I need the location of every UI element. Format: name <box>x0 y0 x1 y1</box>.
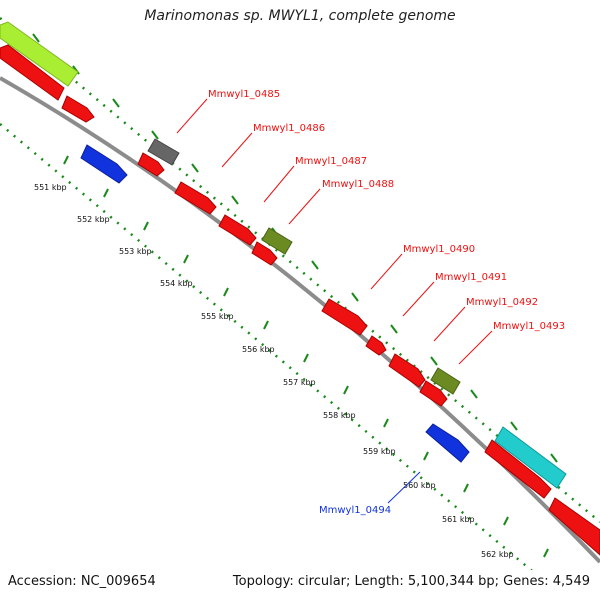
gene-cyan <box>494 426 567 489</box>
gene-label-0488: Mmwyl1_0488 <box>322 179 394 190</box>
gene-red <box>548 497 600 556</box>
gene-leader-line-blue <box>387 471 421 504</box>
kbp-label: 556 kbp <box>242 345 275 354</box>
gene-blue <box>80 144 128 184</box>
gene-grey <box>147 138 180 166</box>
gene-red <box>137 152 165 177</box>
kbp-label: 560 kbp <box>403 481 436 490</box>
gene-lime <box>0 21 79 87</box>
kbp-label: 555 kbp <box>201 312 234 321</box>
gene-red <box>484 439 552 499</box>
topology-text: Topology: circular; Length: 5,100,344 bp… <box>232 574 590 589</box>
gene-red <box>251 241 278 266</box>
gene-label-0490: Mmwyl1_0490 <box>403 244 475 255</box>
gene-label-0485: Mmwyl1_0485 <box>208 89 280 100</box>
kbp-label: 558 kbp <box>323 411 356 420</box>
gene-red <box>218 214 257 246</box>
genome-backbone <box>0 76 600 564</box>
kbp-label: 552 kbp <box>77 215 110 224</box>
gene-label-0494: Mmwyl1_0494 <box>319 505 391 516</box>
gene-label-0493: Mmwyl1_0493 <box>493 321 565 332</box>
gene-blue <box>425 423 470 463</box>
inner-ring-ticks <box>63 155 549 558</box>
kbp-label: 562 kbp <box>481 550 514 559</box>
kbp-label: 553 kbp <box>119 247 152 256</box>
gene-red <box>365 335 387 356</box>
gene-red <box>321 298 368 336</box>
gene-red <box>174 181 217 215</box>
gene-red <box>388 353 426 388</box>
outer-ring-ticks <box>32 33 558 463</box>
gene-label-0492: Mmwyl1_0492 <box>466 297 538 308</box>
gene-red <box>61 95 95 123</box>
inner-dotted-ring <box>0 123 533 570</box>
kbp-label: 557 kbp <box>283 378 316 387</box>
gene-label-0487: Mmwyl1_0487 <box>295 156 367 167</box>
gene-red <box>0 44 65 101</box>
map-title: Marinomonas sp. MWYL1, complete genome <box>144 8 456 24</box>
kbp-label: 551 kbp <box>34 183 67 192</box>
kbp-label: 561 kbp <box>442 515 475 524</box>
gene-label-0491: Mmwyl1_0491 <box>435 272 507 283</box>
kbp-label: 554 kbp <box>160 279 193 288</box>
gene-olive <box>261 227 293 255</box>
gene-olive <box>430 367 461 395</box>
gene-leader-lines <box>176 98 493 365</box>
kbp-label: 559 kbp <box>363 447 396 456</box>
accession-text: Accession: NC_009654 <box>8 574 156 589</box>
gene-label-0486: Mmwyl1_0486 <box>253 123 325 134</box>
gene-red <box>419 380 448 407</box>
